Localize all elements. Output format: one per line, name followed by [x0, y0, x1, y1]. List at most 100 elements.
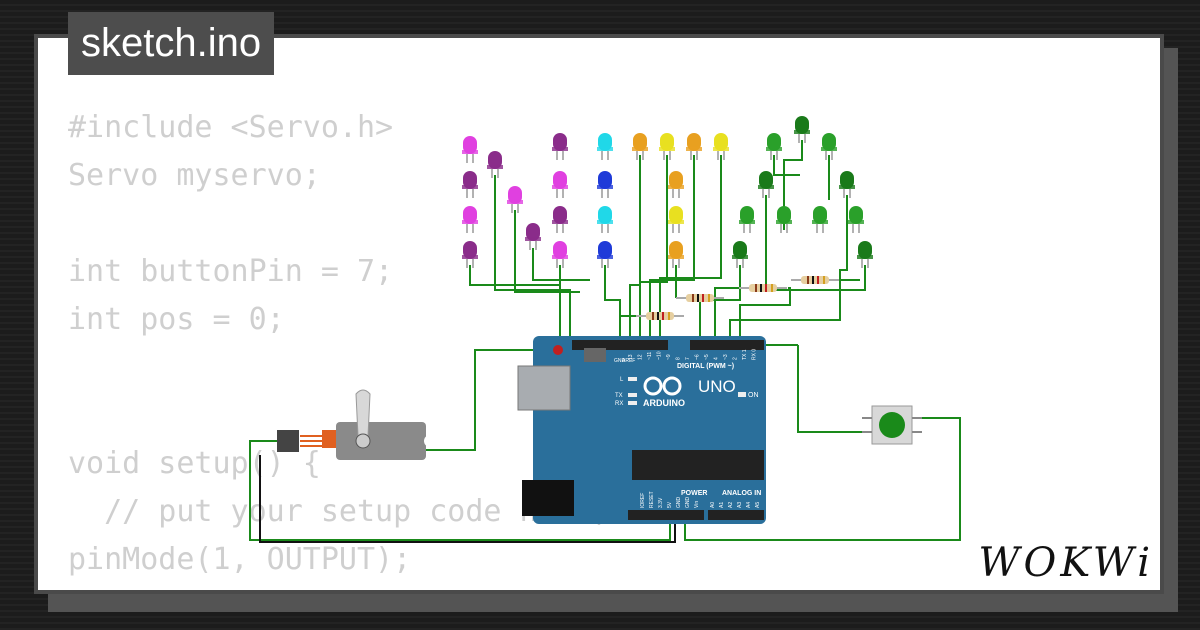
led-icon — [668, 171, 684, 198]
servo-connector — [277, 430, 299, 452]
wire — [797, 345, 862, 433]
led-icon — [552, 133, 568, 160]
code-editor: #include <Servo.h>Servo myservo;int butt… — [68, 104, 664, 590]
led-icon — [597, 206, 613, 233]
led-icon — [552, 241, 568, 268]
led-icon — [821, 133, 837, 160]
arduino-logo-icon — [643, 376, 682, 396]
pin-label: ~3 — [723, 354, 729, 360]
led-icon — [839, 171, 855, 198]
led-icon — [462, 241, 478, 268]
analog-label: ANALOG IN — [722, 490, 761, 497]
wire — [729, 195, 848, 340]
code-line: Servo myservo; — [68, 158, 321, 193]
resistors — [636, 276, 839, 320]
led-icon — [552, 206, 568, 233]
wire — [494, 175, 571, 340]
pin-label: ~6 — [695, 354, 701, 360]
led-icon — [776, 206, 792, 233]
pin-label: RX 0 — [752, 349, 758, 360]
resistor-icon — [739, 284, 787, 292]
led-icon — [758, 171, 774, 198]
wire — [249, 440, 671, 541]
led-icon — [668, 206, 684, 233]
pin-label: 7 — [685, 357, 691, 360]
led-icon — [487, 151, 503, 178]
wires — [249, 140, 961, 543]
led-icon — [739, 206, 755, 233]
wire — [773, 155, 800, 176]
led-icon — [732, 241, 748, 268]
code-line: int pos = 0; — [68, 302, 285, 337]
microchip-icon — [632, 450, 764, 480]
pin-label: 5V — [667, 501, 673, 508]
wire — [783, 140, 803, 230]
power-jack-icon — [522, 480, 574, 516]
led-icon — [462, 136, 478, 163]
led-icon — [597, 241, 613, 268]
led-icon — [794, 116, 810, 143]
led-rx-indicator — [628, 401, 637, 405]
servo-horn — [355, 389, 371, 437]
led-icon — [713, 133, 729, 160]
led-icon — [462, 206, 478, 233]
led-icon — [686, 133, 702, 160]
pin-label: Vin — [694, 501, 700, 508]
ground-wire — [259, 455, 676, 543]
wire — [649, 155, 695, 340]
servo-motor-icon[interactable] — [277, 389, 436, 460]
wire — [659, 155, 722, 340]
wire — [639, 155, 668, 340]
pin-label: ~5 — [704, 354, 710, 360]
led-icon — [812, 206, 828, 233]
pin-label: IOREF — [640, 493, 646, 508]
led-icon — [597, 171, 613, 198]
code-line: int buttonPin = 7; — [68, 254, 394, 289]
power-header — [628, 510, 704, 520]
pin-label: 8 — [676, 357, 682, 360]
rx-label: RX — [615, 401, 623, 407]
led-on-indicator — [738, 392, 746, 397]
pin-label: GND — [685, 497, 691, 509]
servo-shaft — [355, 433, 371, 449]
icsp-header — [584, 348, 606, 362]
pin-label: 13 — [628, 354, 634, 360]
arduino-uno-board[interactable]: UNO ARDUINO DIGITAL (PWM ~) POWER ANALOG… — [517, 336, 766, 524]
led-icon — [507, 186, 523, 213]
led-icon — [462, 171, 478, 198]
pin-label: A5 — [755, 502, 761, 508]
pin-label: ~10 — [657, 351, 663, 360]
digital-label: DIGITAL (PWM ~) — [677, 363, 734, 370]
led-icon — [668, 241, 684, 268]
led-icon — [552, 171, 568, 198]
pin-label: A0 — [710, 502, 716, 508]
on-label: ON — [748, 392, 759, 399]
wire — [629, 155, 641, 340]
analog-header — [708, 510, 764, 520]
led-icon — [766, 133, 782, 160]
wire — [699, 265, 741, 340]
resistor-icon — [791, 276, 839, 284]
led-icon — [525, 223, 541, 250]
pin-label: A1 — [719, 502, 725, 508]
pin-label: ~9 — [666, 354, 672, 360]
file-tab[interactable]: sketch.ino — [68, 12, 275, 75]
gnd-label: GND — [614, 358, 626, 364]
resistor-icon — [676, 294, 724, 302]
reset-button-icon[interactable] — [553, 345, 563, 355]
aref-label: AREF — [622, 358, 635, 364]
wire — [739, 287, 791, 340]
button-cap[interactable] — [879, 412, 905, 438]
pin-label: RESET — [649, 491, 655, 508]
digital-header-left — [572, 340, 668, 350]
code-line: void setup() { — [68, 446, 321, 481]
wire — [750, 265, 866, 291]
button-legs — [862, 417, 922, 433]
wokwi-logo: WOKWi — [978, 540, 1154, 586]
board-model: UNO — [698, 377, 736, 396]
servo-body — [336, 422, 426, 460]
push-button-icon[interactable] — [862, 405, 922, 445]
